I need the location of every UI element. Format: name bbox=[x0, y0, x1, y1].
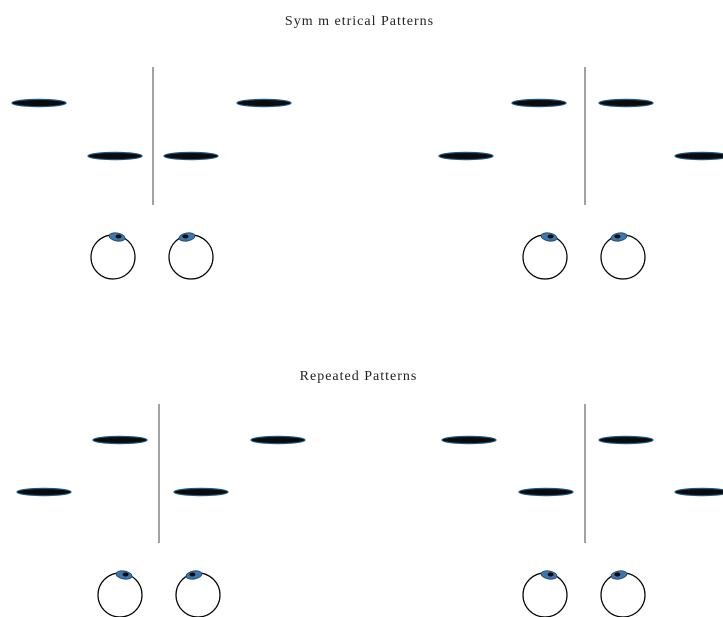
repeated-patterns-title: Repeated Patterns bbox=[299, 369, 418, 384]
pupil bbox=[115, 234, 122, 239]
sym-right-bar-2 bbox=[511, 98, 567, 108]
sym-left-bar-4 bbox=[236, 98, 292, 108]
sym-right-eye-left bbox=[522, 232, 568, 280]
symmetrical-patterns-title: Sym m etrical Patterns bbox=[284, 14, 435, 29]
rep-right-bar-4 bbox=[674, 487, 723, 497]
pupil bbox=[547, 234, 554, 239]
pupil bbox=[614, 572, 621, 577]
rep-left-eye-right bbox=[175, 570, 221, 617]
rep-right-eye-right bbox=[600, 570, 646, 617]
eyeball-outline bbox=[168, 234, 214, 280]
rep-left-bar-3 bbox=[173, 487, 229, 497]
pupil bbox=[547, 572, 554, 577]
pupil bbox=[122, 572, 129, 577]
sym-right-eye-right bbox=[600, 232, 646, 280]
sym-left-eye-left bbox=[90, 232, 136, 280]
eyeball-outline bbox=[600, 572, 646, 617]
sym-left-eye-right bbox=[168, 232, 214, 280]
sym-left-bar-2 bbox=[87, 151, 143, 161]
sym-left-bar-1 bbox=[11, 98, 67, 108]
rep-left-eye-left bbox=[97, 570, 143, 617]
rep-left-bar-2 bbox=[92, 435, 148, 445]
eyeball-outline bbox=[90, 234, 136, 280]
rep-left-bar-1 bbox=[16, 487, 72, 497]
sym-right-bar-4 bbox=[674, 151, 723, 161]
rep-right-bar-3 bbox=[598, 435, 654, 445]
pupil bbox=[182, 234, 189, 239]
rep-right-bar-1 bbox=[441, 435, 497, 445]
pupil bbox=[189, 572, 196, 577]
rep-left-bar-4 bbox=[250, 435, 306, 445]
eyeball-outline bbox=[600, 234, 646, 280]
rep-right-eye-left bbox=[522, 570, 568, 617]
eyeball-outline bbox=[522, 572, 568, 617]
pupil bbox=[614, 234, 621, 239]
sym-right-bar-1 bbox=[438, 151, 494, 161]
eyeball-outline bbox=[522, 234, 568, 280]
sym-right-bar-3 bbox=[598, 98, 654, 108]
eyeball-outline bbox=[175, 572, 221, 617]
rep-right-bar-2 bbox=[518, 487, 574, 497]
eyeball-outline bbox=[97, 572, 143, 617]
sym-left-bar-3 bbox=[163, 151, 219, 161]
